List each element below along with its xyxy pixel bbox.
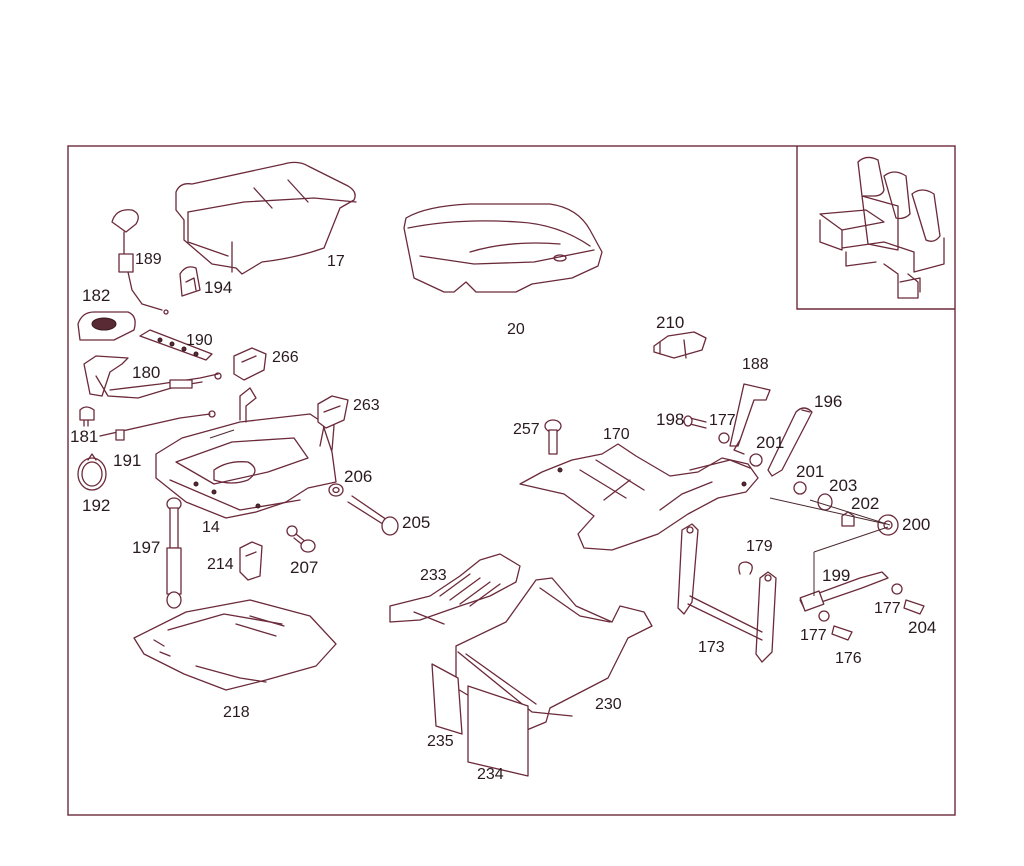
- part-191-cable: [99, 410, 216, 441]
- label-257: 257: [513, 421, 540, 438]
- part-218-cover: [133, 599, 337, 691]
- label-176: 176: [835, 650, 862, 667]
- label-233: 233: [420, 567, 447, 584]
- part-179-clip: [738, 561, 753, 575]
- label-218: 218: [223, 704, 250, 721]
- label-200: 200: [902, 515, 930, 534]
- label-190: 190: [186, 332, 213, 349]
- label-230: 230: [595, 696, 622, 713]
- label-234: 234: [477, 766, 504, 783]
- part-177-nut-b: [891, 583, 903, 595]
- label-14: 14: [202, 519, 220, 536]
- part-266-bracket: [233, 347, 267, 381]
- part-201-washer-a: [749, 453, 763, 467]
- label-192: 192: [82, 496, 110, 515]
- part-199-damper: [799, 571, 889, 612]
- part-190-strip: [139, 329, 213, 361]
- label-199: 199: [822, 566, 850, 585]
- label-177-b: 177: [874, 600, 901, 617]
- label-197: 197: [132, 538, 160, 557]
- part-189-lever: [111, 209, 169, 315]
- label-198: 198: [656, 410, 684, 429]
- part-labels: 17 20 189 194 182 190 266 180 263 181 19…: [70, 251, 936, 783]
- part-196-link-rod: [767, 407, 813, 477]
- part-203-bushing: [817, 493, 833, 511]
- label-188: 188: [742, 356, 769, 373]
- part-176-pin: [831, 625, 853, 641]
- label-191: 191: [113, 451, 141, 470]
- part-201-washer-b: [793, 481, 807, 495]
- label-204: 204: [908, 618, 936, 637]
- label-266: 266: [272, 349, 299, 366]
- part-194-bracket: [179, 266, 201, 297]
- part-14-seat-frame: [155, 387, 337, 519]
- part-192-ring: [77, 453, 107, 491]
- diagram-frame: [67, 145, 956, 816]
- label-201-b: 201: [796, 462, 824, 481]
- leader-lines: [209, 429, 891, 596]
- label-189: 189: [135, 251, 162, 268]
- part-202-clip: [841, 511, 855, 527]
- label-214: 214: [207, 556, 234, 573]
- part-210-bracket: [653, 331, 707, 359]
- label-207: 207: [290, 558, 318, 577]
- label-201-a: 201: [756, 433, 784, 452]
- part-257-bolt: [544, 419, 562, 455]
- label-182: 182: [82, 286, 110, 305]
- part-205-bolt: [347, 495, 399, 536]
- part-206-washer: [328, 483, 344, 497]
- label-203: 203: [829, 476, 857, 495]
- part-204-pin: [903, 599, 925, 615]
- label-194: 194: [204, 278, 232, 297]
- label-196: 196: [814, 392, 842, 411]
- part-200-bearing: [877, 514, 899, 536]
- label-202: 202: [851, 494, 879, 513]
- label-235: 235: [427, 733, 454, 750]
- label-210: 210: [656, 313, 684, 332]
- part-17-seat-cushion: [175, 161, 357, 275]
- part-198-bolt: [683, 415, 707, 429]
- label-263: 263: [353, 397, 380, 414]
- label-177-c: 177: [800, 627, 827, 644]
- part-180-release-mechanism: [83, 355, 222, 399]
- part-263-bracket: [317, 395, 349, 429]
- part-233-insert: [389, 553, 521, 625]
- part-177-nut-a: [718, 432, 730, 444]
- part-197-gas-spring: [166, 497, 182, 609]
- part-188-strut: [729, 383, 771, 455]
- part-234-panel: [467, 685, 529, 777]
- part-170-base-frame: [519, 443, 759, 551]
- label-180: 180: [132, 363, 160, 382]
- label-179: 179: [746, 538, 773, 555]
- part-20-seat-cushion: [403, 203, 603, 293]
- label-205: 205: [402, 513, 430, 532]
- part-207-bolt: [286, 525, 316, 553]
- label-181: 181: [70, 427, 98, 446]
- label-170: 170: [603, 426, 630, 443]
- label-173: 173: [698, 639, 725, 656]
- label-177-a: 177: [709, 412, 736, 429]
- part-214-clip: [239, 541, 263, 581]
- part-181-screw: [79, 406, 95, 427]
- part-177-nut-c: [818, 610, 830, 622]
- part-182-handle: [77, 311, 136, 341]
- label-20: 20: [507, 321, 525, 338]
- seat-overview-inset: [796, 146, 955, 310]
- label-17: 17: [327, 253, 345, 270]
- part-173-swing-frame: [677, 523, 777, 663]
- label-206: 206: [344, 467, 372, 486]
- part-235-panel: [431, 663, 463, 735]
